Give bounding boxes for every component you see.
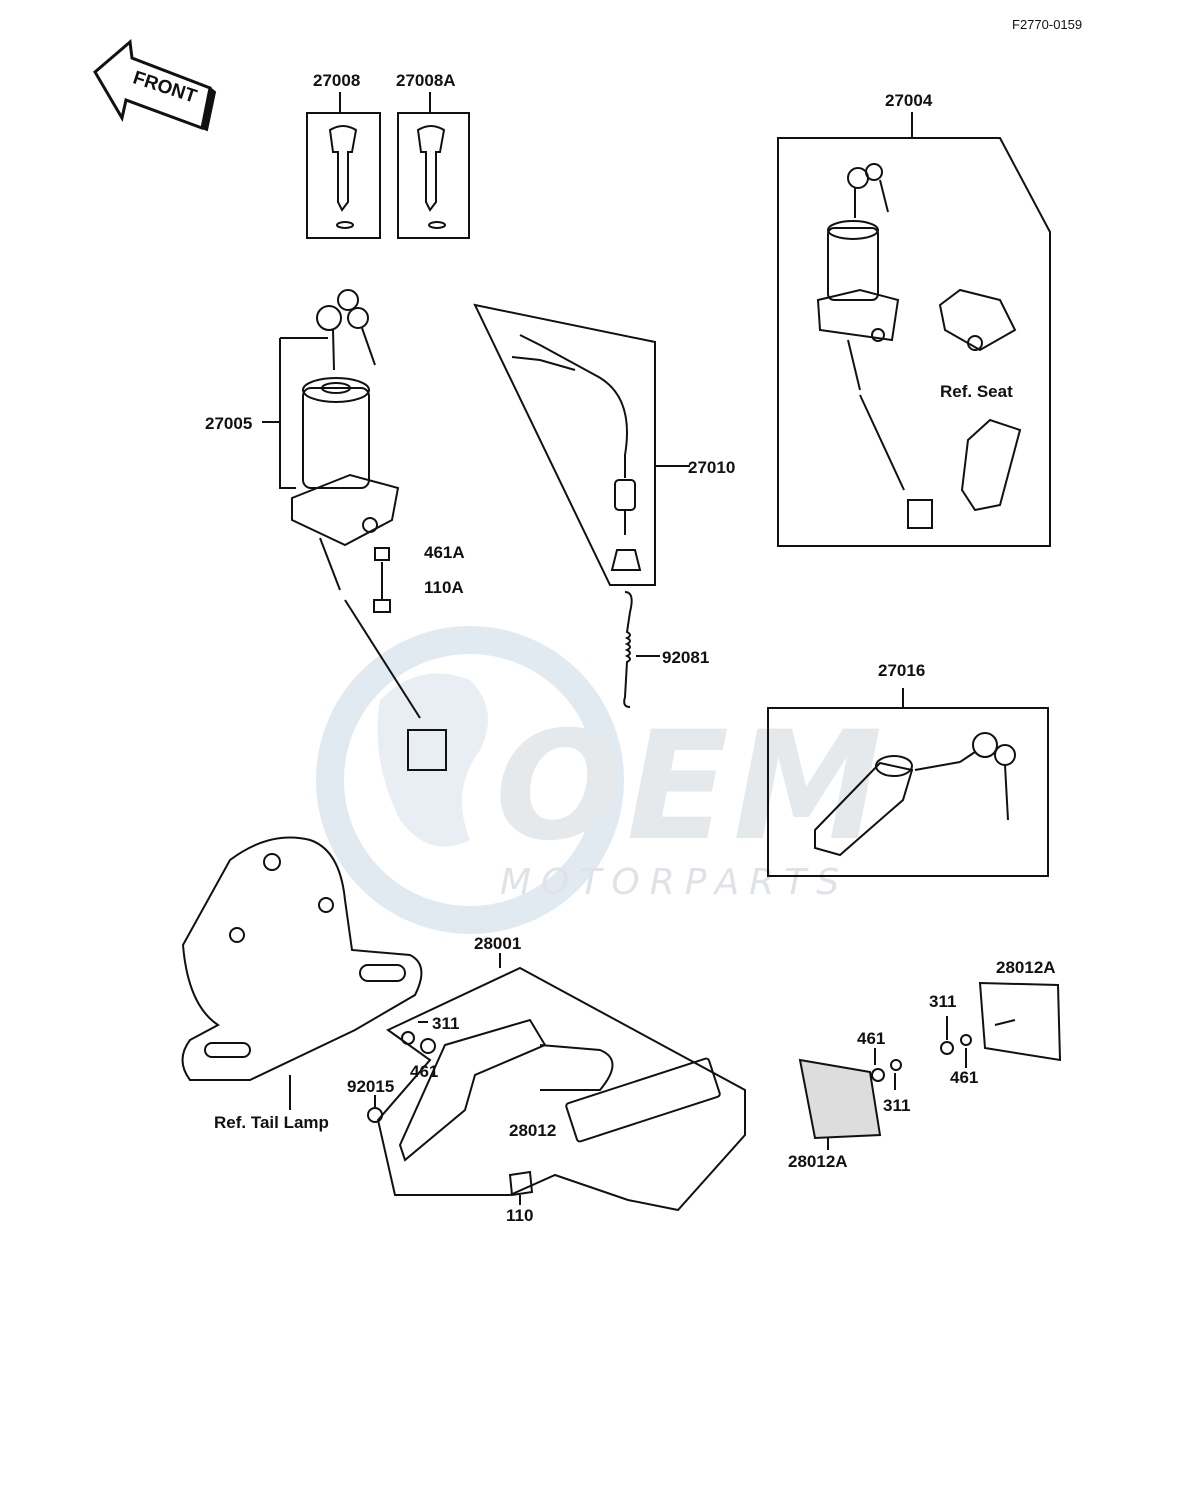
ignition-switch-27005-drawing — [262, 289, 447, 771]
tail-lamp-bracket-drawing — [181, 836, 423, 1110]
label-461-middle: 461 — [857, 1029, 886, 1048]
label-27010: 27010 — [688, 458, 736, 477]
label-27005: 27005 — [205, 414, 253, 433]
label-311-middle: 311 — [883, 1096, 911, 1115]
label-28012: 28012 — [509, 1121, 557, 1140]
label-ref-tail-lamp: Ref. Tail Lamp — [214, 1113, 329, 1132]
label-110: 110 — [506, 1206, 534, 1225]
switch-27016-drawing — [767, 688, 1049, 877]
spring-92081-drawing — [623, 591, 660, 708]
ignition-set-27004-drawing — [777, 112, 1051, 547]
label-27008: 27008 — [313, 71, 361, 90]
label-311-left: 311 — [432, 1014, 460, 1033]
label-28001: 28001 — [474, 934, 522, 953]
switch-27010-drawing — [473, 303, 690, 586]
license-bracket-28001-drawing — [367, 953, 746, 1212]
label-311-right: 311 — [929, 992, 957, 1011]
diagram-code: F2770-0159 — [1012, 17, 1083, 32]
reflector-28012A-upper-drawing — [940, 981, 1062, 1068]
label-27016: 27016 — [878, 661, 926, 680]
watermark-logo: OEM — [495, 700, 887, 874]
watermark-subtext: MOTORPARTS — [500, 862, 850, 903]
label-27004: 27004 — [885, 91, 933, 110]
label-92081: 92081 — [662, 648, 710, 667]
label-27008A: 27008A — [396, 71, 456, 90]
label-110A: 110A — [424, 578, 464, 597]
label-28012A-upper: 28012A — [996, 958, 1056, 977]
label-28012A-lower: 28012A — [788, 1152, 848, 1171]
key-27008A-drawing — [397, 92, 470, 239]
label-92015: 92015 — [347, 1077, 395, 1096]
label-461A: 461A — [424, 543, 465, 562]
label-461-right: 461 — [950, 1068, 979, 1087]
reflector-28012A-lower-drawing — [798, 1048, 902, 1150]
front-arrow-icon — [93, 39, 217, 132]
label-461-left: 461 — [410, 1062, 439, 1081]
label-ref-seat: Ref. Seat — [940, 382, 1013, 401]
key-27008-drawing — [306, 92, 381, 239]
